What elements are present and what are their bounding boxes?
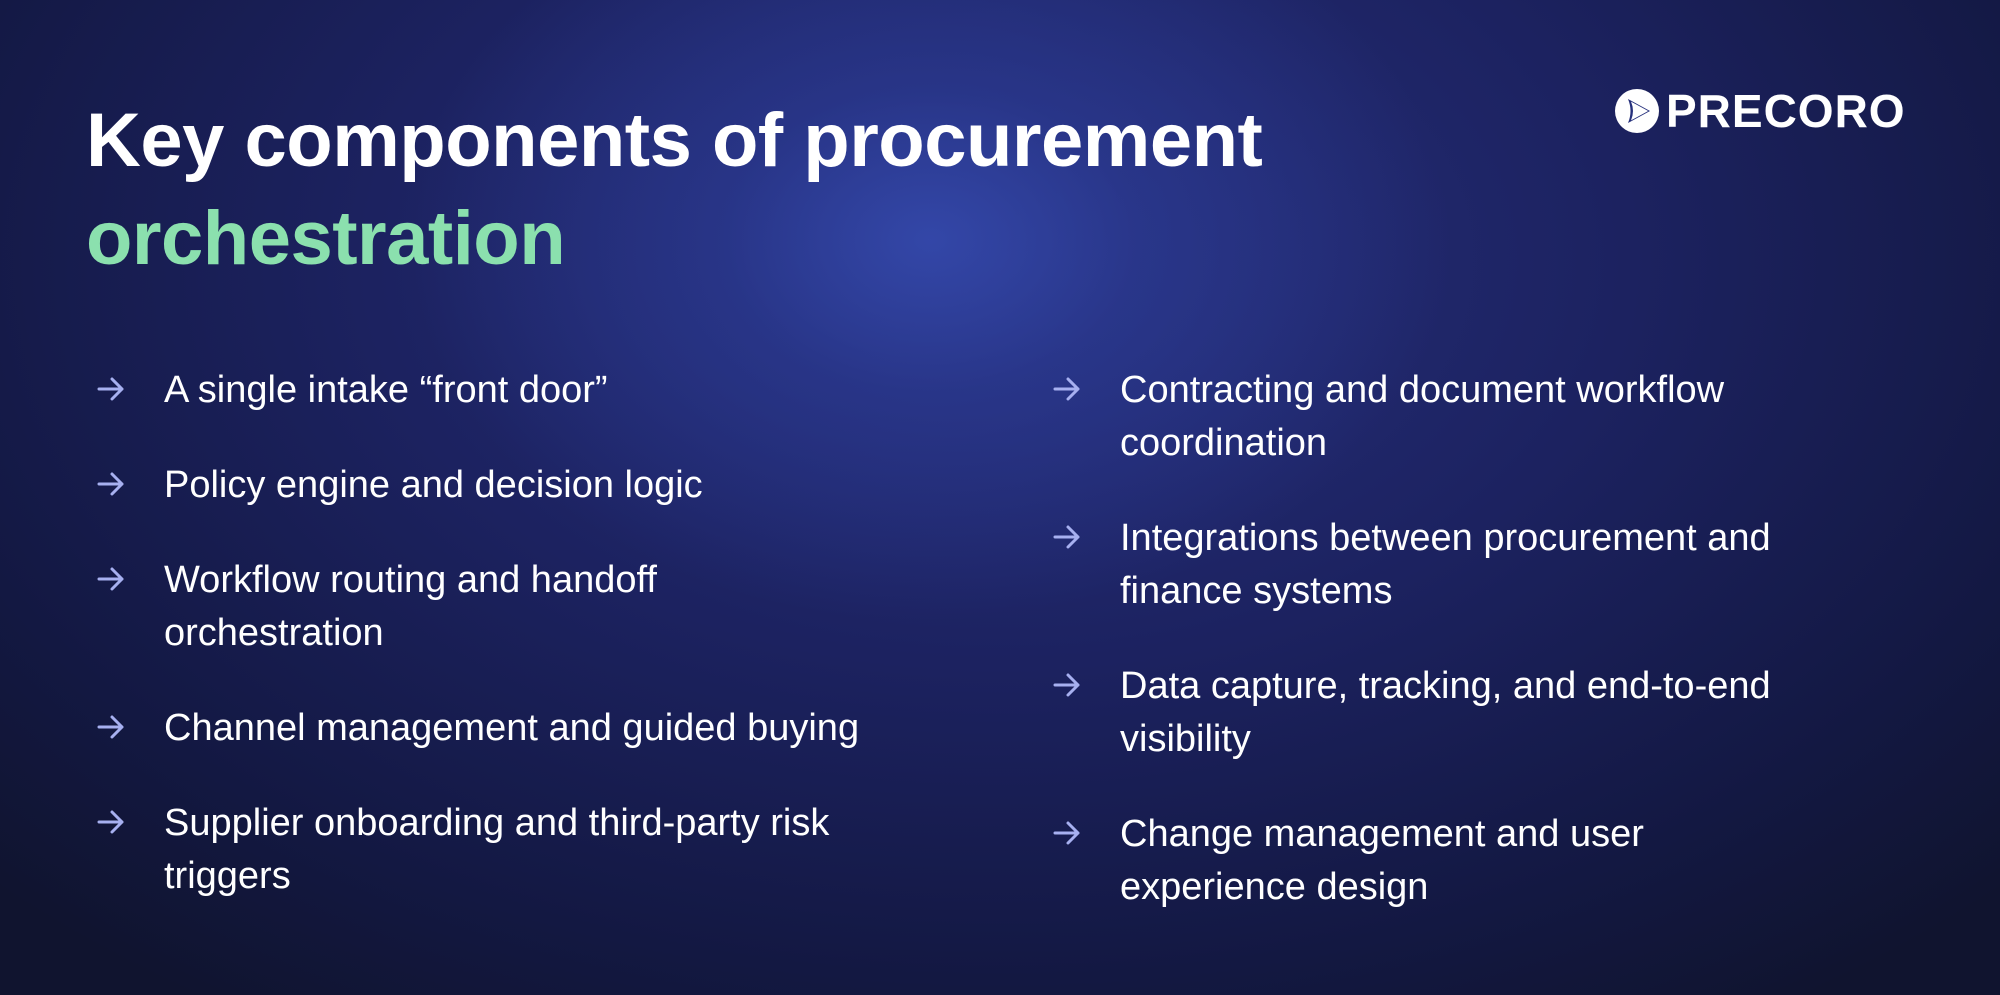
- arrow-right-icon: [1053, 821, 1080, 845]
- list-item: Channel management and guided buying: [94, 702, 994, 755]
- list-item-text: A single intake “front door”: [164, 369, 608, 411]
- title-line-2-accent: orchestration: [86, 196, 566, 281]
- arrow-right-icon: [97, 810, 124, 834]
- precoro-logo: PRECORO: [1614, 88, 1906, 134]
- page-title: Key components of procurement orchestrat…: [86, 92, 1263, 288]
- arrow-right-icon: [1053, 673, 1080, 697]
- arrow-right-icon: [97, 472, 124, 496]
- list-item: A single intake “front door”: [94, 364, 994, 417]
- left-bullet-list: A single intake “front door” Policy engi…: [94, 364, 994, 903]
- arrow-right-icon: [97, 715, 124, 739]
- arrow-right-icon: [97, 567, 124, 591]
- arrow-right-icon: [1053, 525, 1080, 549]
- list-item: Supplier onboarding and third-party risk…: [94, 797, 994, 903]
- logo-text: PRECORO: [1666, 85, 1906, 137]
- list-item-text: Supplier onboarding and third-party risk…: [164, 802, 830, 897]
- arrow-right-icon: [1053, 377, 1080, 401]
- precoro-play-circle-icon: [1615, 89, 1659, 133]
- list-item-text: Channel management and guided buying: [164, 707, 860, 749]
- title-line-1: Key components of procurement: [86, 98, 1263, 183]
- arrow-right-icon: [97, 377, 124, 401]
- list-item: Policy engine and decision logic: [94, 459, 994, 512]
- list-item-text: Policy engine and decision logic: [164, 464, 703, 506]
